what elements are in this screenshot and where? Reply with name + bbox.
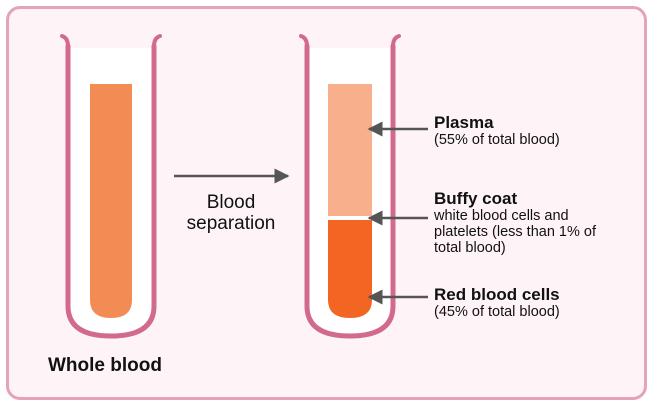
buffy-coat-annotation: Buffy coat white blood cells and platele… <box>434 190 596 257</box>
buffy-coat-title: Buffy coat <box>434 190 596 209</box>
red-cells-desc: (45% of total blood) <box>434 305 560 321</box>
buffy-coat-desc-line2: platelets (less than 1% of <box>434 225 596 241</box>
buffy-coat-layer <box>328 216 372 220</box>
left-tube-lip-left <box>62 36 68 46</box>
plasma-annotation: Plasma (55% of total blood) <box>434 114 560 149</box>
red-cells-title: Red blood cells <box>434 286 560 305</box>
whole-blood-label: Whole blood <box>48 356 162 377</box>
red-cells-layer <box>328 220 372 318</box>
buffy-coat-desc-line1: white blood cells and <box>434 209 596 225</box>
whole-blood-fill <box>90 84 132 318</box>
whole-blood-tube <box>62 36 160 336</box>
buffy-coat-desc-line3: total blood) <box>434 241 596 257</box>
red-cells-annotation: Red blood cells (45% of total blood) <box>434 286 560 321</box>
process-label: Blood separation <box>186 193 276 235</box>
plasma-desc: (55% of total blood) <box>434 133 560 149</box>
separated-blood-tube <box>301 36 399 336</box>
right-tube-lip-left <box>301 36 307 46</box>
left-tube-lip-right <box>154 36 160 46</box>
right-tube-lip-right <box>393 36 399 46</box>
plasma-title: Plasma <box>434 114 560 133</box>
process-label-line2: separation <box>186 214 276 235</box>
process-label-line1: Blood <box>186 193 276 214</box>
plasma-layer <box>328 84 372 216</box>
